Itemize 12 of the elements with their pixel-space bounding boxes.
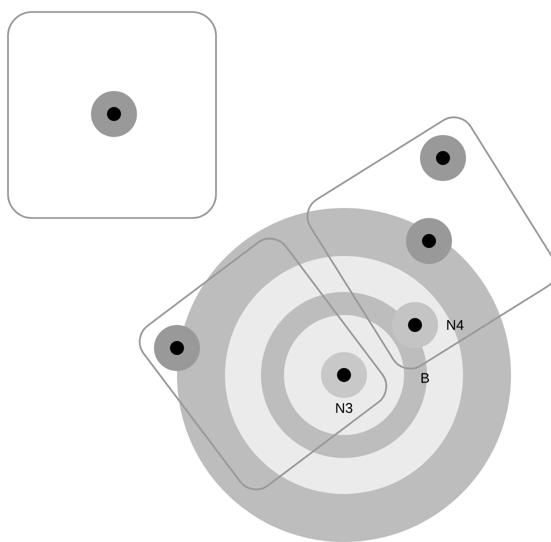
node-label: N3: [336, 403, 352, 413]
rounded-box: [7, 11, 217, 219]
rounded-box: [138, 238, 388, 490]
dot-marker: [91, 91, 137, 137]
dot-marker: [420, 135, 466, 181]
node-label: N4: [447, 320, 464, 330]
dot-marker: [154, 325, 200, 371]
rounded-box: [306, 116, 551, 370]
dot-marker: [321, 352, 367, 398]
dot-marker: [406, 218, 452, 264]
point-label: B: [421, 373, 429, 383]
dot-marker: [392, 302, 438, 348]
